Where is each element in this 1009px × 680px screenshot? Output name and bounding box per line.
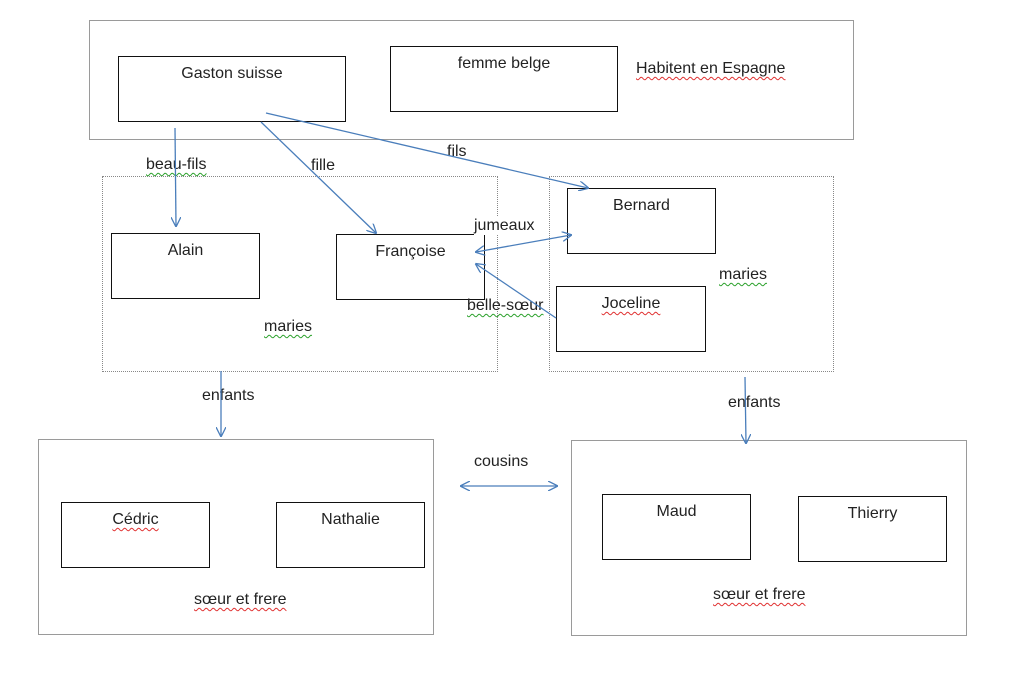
children-left-group	[38, 439, 434, 635]
maud-box: Maud	[602, 494, 751, 560]
relation-enfants-right: enfants	[728, 394, 781, 411]
alain-label: Alain	[167, 242, 204, 259]
thierry-label: Thierry	[847, 505, 898, 522]
relation-cousins: cousins	[474, 453, 529, 470]
gaston-label: Gaston suisse	[181, 65, 283, 82]
location-label: Habitent en Espagne	[636, 60, 786, 77]
relation-jumeaux: jumeaux	[474, 217, 535, 235]
nathalie-box: Nathalie	[276, 502, 425, 568]
wife-label: femme belge	[457, 55, 551, 72]
relation-belle-soeur: belle-sœur	[467, 297, 544, 314]
bernard-box: Bernard	[567, 188, 716, 254]
relation-beau-fils: beau-fils	[146, 156, 207, 173]
francoise-box: Françoise	[336, 234, 485, 300]
alain-box: Alain	[111, 233, 260, 299]
relation-enfants-left: enfants	[202, 387, 255, 404]
nathalie-label: Nathalie	[321, 511, 380, 528]
children-left-caption: sœur et frere	[194, 591, 287, 608]
gaston-box: Gaston suisse	[118, 56, 346, 122]
maud-label: Maud	[656, 503, 697, 520]
children-right-group	[571, 440, 967, 636]
wife-box: femme belge	[390, 46, 618, 112]
joceline-box: Joceline	[556, 286, 706, 352]
bernard-label: Bernard	[613, 197, 670, 214]
couple-left-caption: maries	[264, 318, 313, 335]
relation-fils: fils	[447, 143, 467, 160]
children-right-caption: sœur et frere	[713, 586, 806, 603]
couple-right-caption: maries	[719, 266, 768, 283]
thierry-box: Thierry	[798, 496, 947, 562]
joceline-label: Joceline	[601, 295, 661, 312]
relation-fille: fille	[311, 157, 336, 174]
cedric-box: Cédric	[61, 502, 210, 568]
cedric-label: Cédric	[112, 511, 159, 528]
francoise-label: Françoise	[375, 243, 446, 260]
